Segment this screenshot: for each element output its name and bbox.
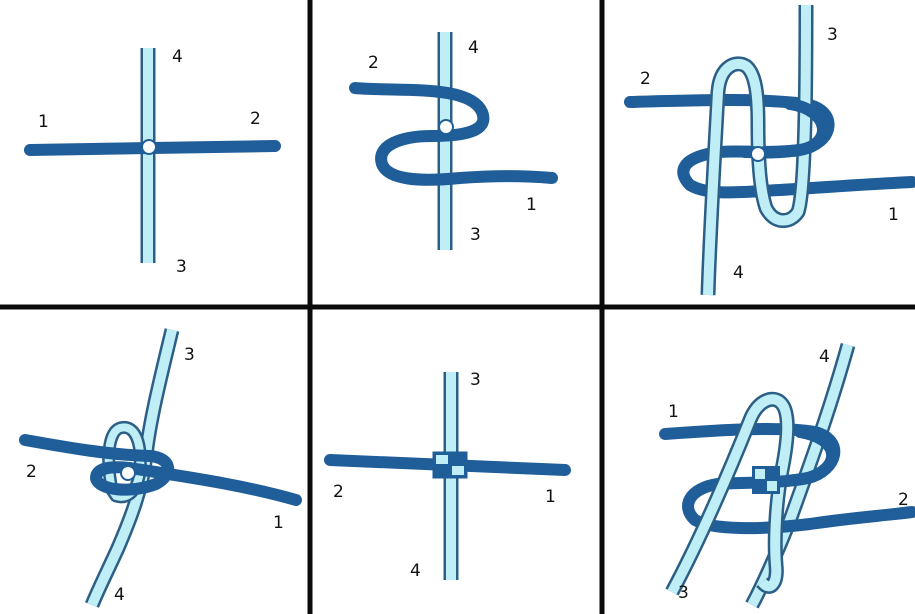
step-4-label-4: 4 <box>114 585 125 605</box>
step-5-knot-highlight-a <box>436 455 448 464</box>
step-2-label-2: 2 <box>368 53 379 73</box>
step-5-panel: 3 2 1 4 <box>330 370 565 581</box>
step-2-label-4: 4 <box>468 38 479 58</box>
step-6-panel: 4 1 2 3 <box>665 345 912 605</box>
step-1-label-2: 2 <box>250 109 261 129</box>
step-3-label-1: 1 <box>888 205 899 225</box>
step-6-label-4: 4 <box>819 347 830 367</box>
step-2-panel: 2 4 1 3 <box>355 32 552 250</box>
step-3-center-dot <box>751 147 765 161</box>
step-5-label-4: 4 <box>410 561 421 581</box>
step-4-label-1: 1 <box>273 513 284 533</box>
step-1-label-1: 1 <box>38 112 49 132</box>
step-5-label-1: 1 <box>545 487 556 507</box>
step-6-knot-highlight-a <box>755 469 765 479</box>
step-4-label-2: 2 <box>26 462 37 482</box>
step-2-center-dot <box>439 120 453 134</box>
step-6-label-2: 2 <box>898 490 909 510</box>
step-6-label-3: 3 <box>678 583 689 603</box>
step-1-label-3: 3 <box>176 257 187 277</box>
step-2-label-1: 1 <box>526 195 537 215</box>
step-3-label-2: 2 <box>640 69 651 89</box>
step-5-label-2: 2 <box>333 482 344 502</box>
step-6-label-1: 1 <box>668 402 679 422</box>
step-1-label-4: 4 <box>172 47 183 67</box>
step-3-label-3: 3 <box>827 25 838 45</box>
step-6-knot-highlight-b <box>767 481 777 491</box>
step-1-center-dot <box>142 140 156 154</box>
step-4-label-3: 3 <box>184 345 195 365</box>
step-2-s-cord <box>355 88 552 180</box>
step-3-panel: 2 3 1 4 <box>630 5 912 295</box>
step-2-label-3: 3 <box>470 225 481 245</box>
step-5-knot-highlight-b <box>452 466 464 475</box>
step-4-center-dot <box>121 466 135 480</box>
step-1-panel: 1 2 4 3 <box>30 47 275 277</box>
step-4-panel: 2 3 1 4 <box>25 330 296 605</box>
step-5-label-3: 3 <box>470 370 481 390</box>
step-4-dark-cord <box>25 440 296 500</box>
step-3-label-4: 4 <box>733 263 744 283</box>
